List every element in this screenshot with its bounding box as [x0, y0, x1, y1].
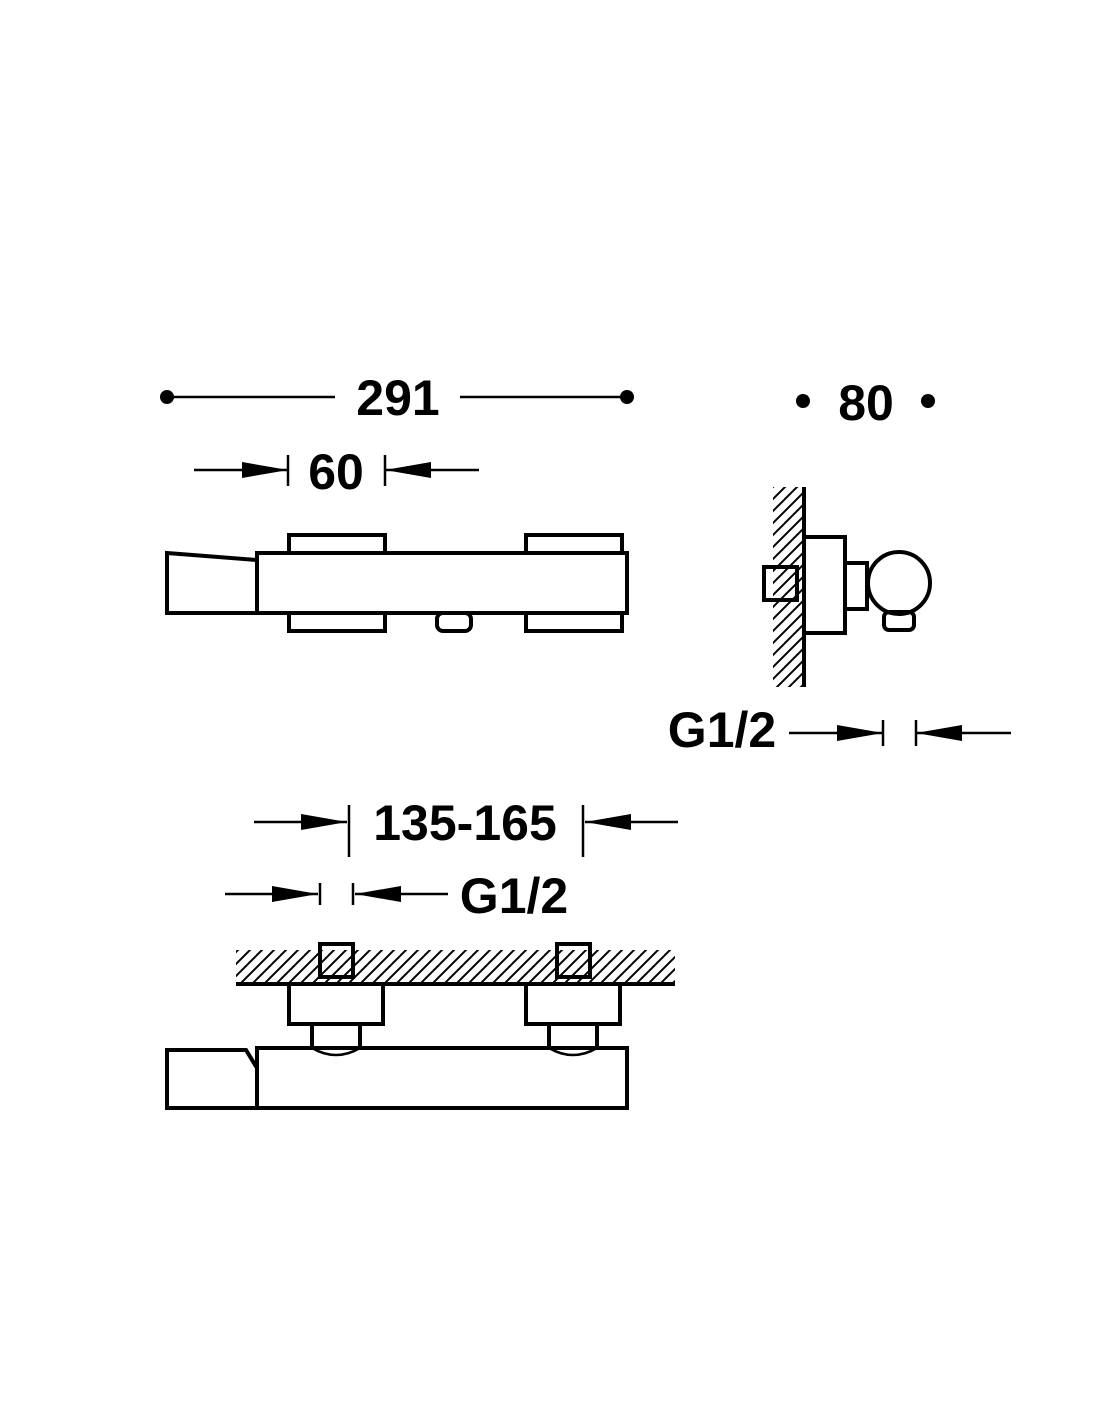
handle-width-label: 60 [308, 444, 364, 500]
dim-overall-length: 291 [160, 370, 634, 426]
depth-label: 80 [838, 375, 894, 431]
dim-handle-width: 60 [194, 444, 479, 500]
side-thread-label: G1/2 [668, 702, 776, 758]
front-view: 291 60 [160, 370, 634, 633]
mixer-body-side [762, 535, 932, 635]
inlet-pipes [318, 942, 592, 979]
wall-top [236, 950, 675, 986]
top-view: 135-165 G1/2 [165, 795, 678, 1110]
wall-side [773, 487, 806, 687]
side-view: 80 G1/2 [668, 375, 1011, 758]
inlet-spacing-label: 135-165 [373, 795, 557, 851]
inlet-thread-label: G1/2 [460, 868, 568, 924]
mixer-body-top [165, 1046, 629, 1110]
dim-depth: 80 [796, 375, 935, 431]
mixer-body-front [165, 533, 629, 633]
overall-length-label: 291 [356, 370, 439, 426]
dim-inlet-thread: G1/2 [225, 868, 568, 924]
dim-side-thread: G1/2 [668, 702, 1011, 758]
inlet-connectors [287, 982, 622, 1057]
dim-inlet-spacing: 135-165 [254, 795, 678, 857]
